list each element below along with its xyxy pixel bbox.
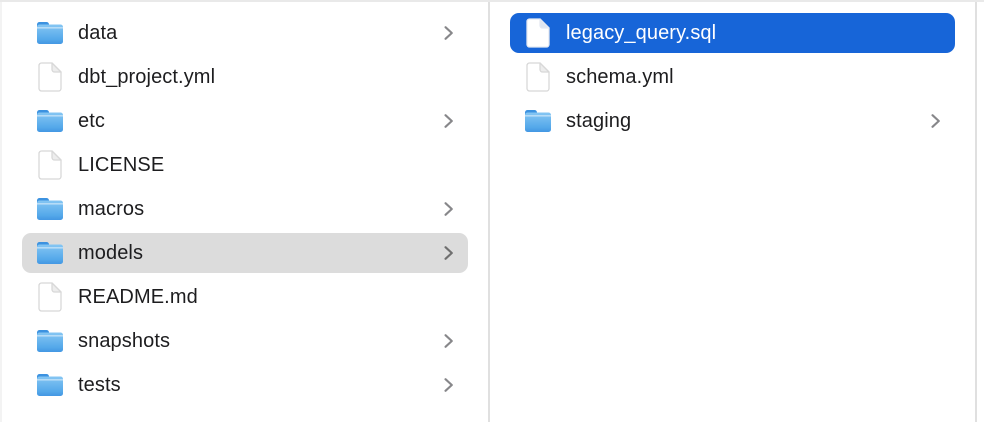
finder-column-parent: data dbt_project.yml etc LICENSE	[0, 2, 490, 422]
folder-icon	[36, 17, 64, 49]
file-row-label: staging	[566, 109, 632, 132]
chevron-right-icon	[443, 200, 454, 218]
document-icon	[524, 17, 552, 49]
file-row-tests[interactable]: tests	[22, 365, 468, 405]
document-icon	[524, 61, 552, 93]
file-row-schema-yml[interactable]: schema.yml	[510, 57, 955, 97]
file-row-label: models	[78, 241, 144, 264]
file-row-label: README.md	[78, 285, 198, 308]
chevron-right-icon	[443, 112, 454, 130]
folder-icon	[36, 105, 64, 137]
file-row-staging[interactable]: staging	[510, 101, 955, 141]
document-icon	[36, 281, 64, 313]
folder-icon	[36, 325, 64, 357]
chevron-right-icon	[443, 244, 454, 262]
file-row-label: schema.yml	[566, 65, 674, 88]
file-row-etc[interactable]: etc	[22, 101, 468, 141]
file-row-label: dbt_project.yml	[78, 65, 216, 88]
file-row-readme-md[interactable]: README.md	[22, 277, 468, 317]
file-row-license[interactable]: LICENSE	[22, 145, 468, 185]
file-row-label: macros	[78, 197, 145, 220]
file-row-label: tests	[78, 373, 121, 396]
folder-icon	[36, 369, 64, 401]
document-icon	[36, 149, 64, 181]
folder-icon	[36, 237, 64, 269]
file-row-data[interactable]: data	[22, 13, 468, 53]
file-row-models-selected[interactable]: models	[22, 233, 468, 273]
finder-column-models: legacy_query.sql schema.yml staging	[490, 2, 977, 422]
file-row-label: LICENSE	[78, 153, 165, 176]
document-icon	[36, 61, 64, 93]
file-row-snapshots[interactable]: snapshots	[22, 321, 468, 361]
file-row-label: etc	[78, 109, 105, 132]
file-row-label: legacy_query.sql	[566, 21, 717, 44]
file-row-label: snapshots	[78, 329, 171, 352]
chevron-right-icon	[930, 112, 941, 130]
chevron-right-icon	[443, 376, 454, 394]
folder-icon	[36, 193, 64, 225]
file-row-legacy-query-sql-selected[interactable]: legacy_query.sql	[510, 13, 955, 53]
file-row-macros[interactable]: macros	[22, 189, 468, 229]
chevron-right-icon	[443, 332, 454, 350]
chevron-right-icon	[443, 24, 454, 42]
file-row-dbt-project-yml[interactable]: dbt_project.yml	[22, 57, 468, 97]
folder-icon	[524, 105, 552, 137]
file-row-label: data	[78, 21, 118, 44]
